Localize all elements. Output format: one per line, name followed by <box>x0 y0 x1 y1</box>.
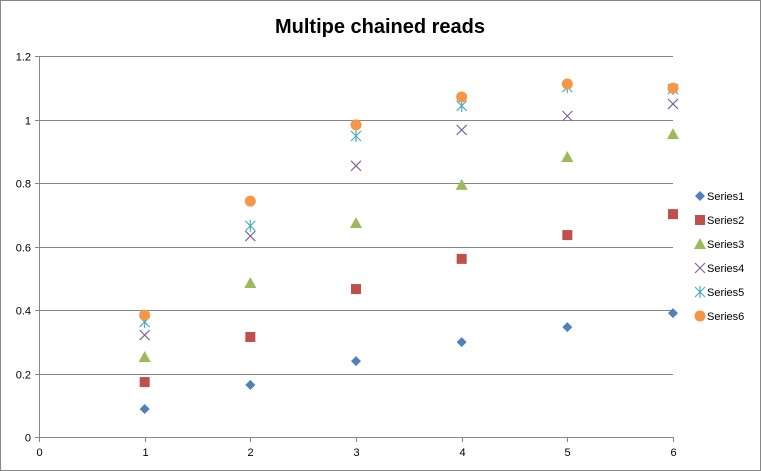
diamond-marker <box>695 191 705 201</box>
diamond-marker <box>245 379 256 390</box>
star-marker <box>244 219 256 232</box>
data-point-series2 <box>456 253 467 264</box>
square-marker <box>695 215 705 225</box>
square-marker <box>351 284 361 295</box>
legend-label: Series1 <box>707 191 744 203</box>
legend-label: Series5 <box>707 287 744 299</box>
legend-marker-series4 <box>694 262 706 274</box>
square-marker <box>245 331 256 342</box>
legend-label: Series6 <box>707 311 744 323</box>
data-point-series6 <box>139 309 151 321</box>
data-point-series3 <box>350 217 362 229</box>
data-point-series1 <box>139 404 150 415</box>
triangle-marker <box>667 128 679 140</box>
x-tick-label: 4 <box>459 447 465 459</box>
circle-marker <box>456 91 468 103</box>
triangle-marker <box>455 178 468 190</box>
y-tick-label: 0.4 <box>16 306 31 318</box>
circle-marker <box>139 309 151 321</box>
star-marker <box>694 286 706 298</box>
square-marker <box>668 209 678 220</box>
x-marker <box>561 110 573 122</box>
data-point-series4 <box>456 124 468 136</box>
legend-label: Series4 <box>707 263 744 275</box>
data-point-series6 <box>561 78 573 90</box>
diamond-marker <box>562 322 573 333</box>
data-point-series6 <box>456 91 468 103</box>
data-point-series2 <box>139 377 150 388</box>
legend-label: Series2 <box>707 215 744 227</box>
data-point-series1 <box>456 337 467 348</box>
square-marker <box>456 253 467 264</box>
star-marker <box>350 130 362 143</box>
x-tick-label: 3 <box>353 447 359 459</box>
legend-marker-series6 <box>694 310 706 322</box>
legend-marker-series1 <box>695 191 705 201</box>
x-marker <box>694 262 706 274</box>
data-point-series6 <box>667 82 679 94</box>
circle-marker <box>561 78 573 90</box>
x-tick-label: 6 <box>670 447 676 459</box>
square-marker <box>562 230 573 241</box>
y-tick-label: 1 <box>25 116 31 128</box>
diamond-marker <box>456 337 467 348</box>
x-marker <box>139 329 151 341</box>
x-marker <box>456 124 468 136</box>
circle-marker <box>667 82 679 94</box>
y-tick-label: 0.2 <box>16 370 31 382</box>
x-marker <box>350 160 362 172</box>
triangle-marker <box>138 350 151 362</box>
legend-marker-series2 <box>695 215 705 225</box>
data-point-series2 <box>562 230 573 241</box>
data-point-series3 <box>244 277 257 289</box>
data-point-series1 <box>562 322 573 333</box>
diamond-marker <box>668 308 678 319</box>
x-tick-label: 1 <box>142 447 148 459</box>
triangle-marker <box>244 277 257 289</box>
data-point-series1 <box>245 379 256 390</box>
diamond-marker <box>351 356 361 367</box>
y-tick-label: 0 <box>25 433 31 445</box>
data-point-series4 <box>139 329 151 341</box>
x-tick-label: 0 <box>36 447 42 459</box>
y-tick-label: 0.6 <box>16 243 31 255</box>
triangle-marker <box>694 238 706 249</box>
data-point-series3 <box>455 178 468 190</box>
data-point-series4 <box>561 110 573 122</box>
data-point-series5 <box>350 130 362 143</box>
data-point-series6 <box>350 119 362 131</box>
data-point-series2 <box>245 331 256 342</box>
x-marker <box>667 98 679 110</box>
legend-marker-series5 <box>694 286 706 298</box>
legend-marker-series3 <box>694 238 706 249</box>
data-point-series3 <box>667 128 679 140</box>
data-point-series3 <box>561 150 574 162</box>
x-tick-label: 5 <box>564 447 570 459</box>
x-tick-label: 2 <box>247 447 253 459</box>
y-tick-label: 0.8 <box>16 179 31 191</box>
data-point-series5 <box>244 219 256 232</box>
chart-title: Multipe chained reads <box>275 16 485 38</box>
y-tick-label: 1.2 <box>16 52 31 64</box>
data-point-series4 <box>244 230 256 242</box>
triangle-marker <box>561 150 574 162</box>
triangle-marker <box>350 217 362 229</box>
data-point-series3 <box>138 350 151 362</box>
circle-marker <box>350 119 362 131</box>
square-marker <box>139 377 150 388</box>
data-point-series2 <box>351 284 361 295</box>
data-point-series1 <box>351 356 361 367</box>
circle-marker <box>694 310 706 322</box>
data-point-series4 <box>667 98 679 110</box>
data-point-series6 <box>244 195 256 207</box>
circle-marker <box>244 195 256 207</box>
data-point-series1 <box>668 308 678 319</box>
data-point-series4 <box>350 160 362 172</box>
x-marker <box>244 230 256 242</box>
legend-label: Series3 <box>707 239 744 251</box>
data-point-series2 <box>668 209 678 220</box>
diamond-marker <box>139 404 150 415</box>
